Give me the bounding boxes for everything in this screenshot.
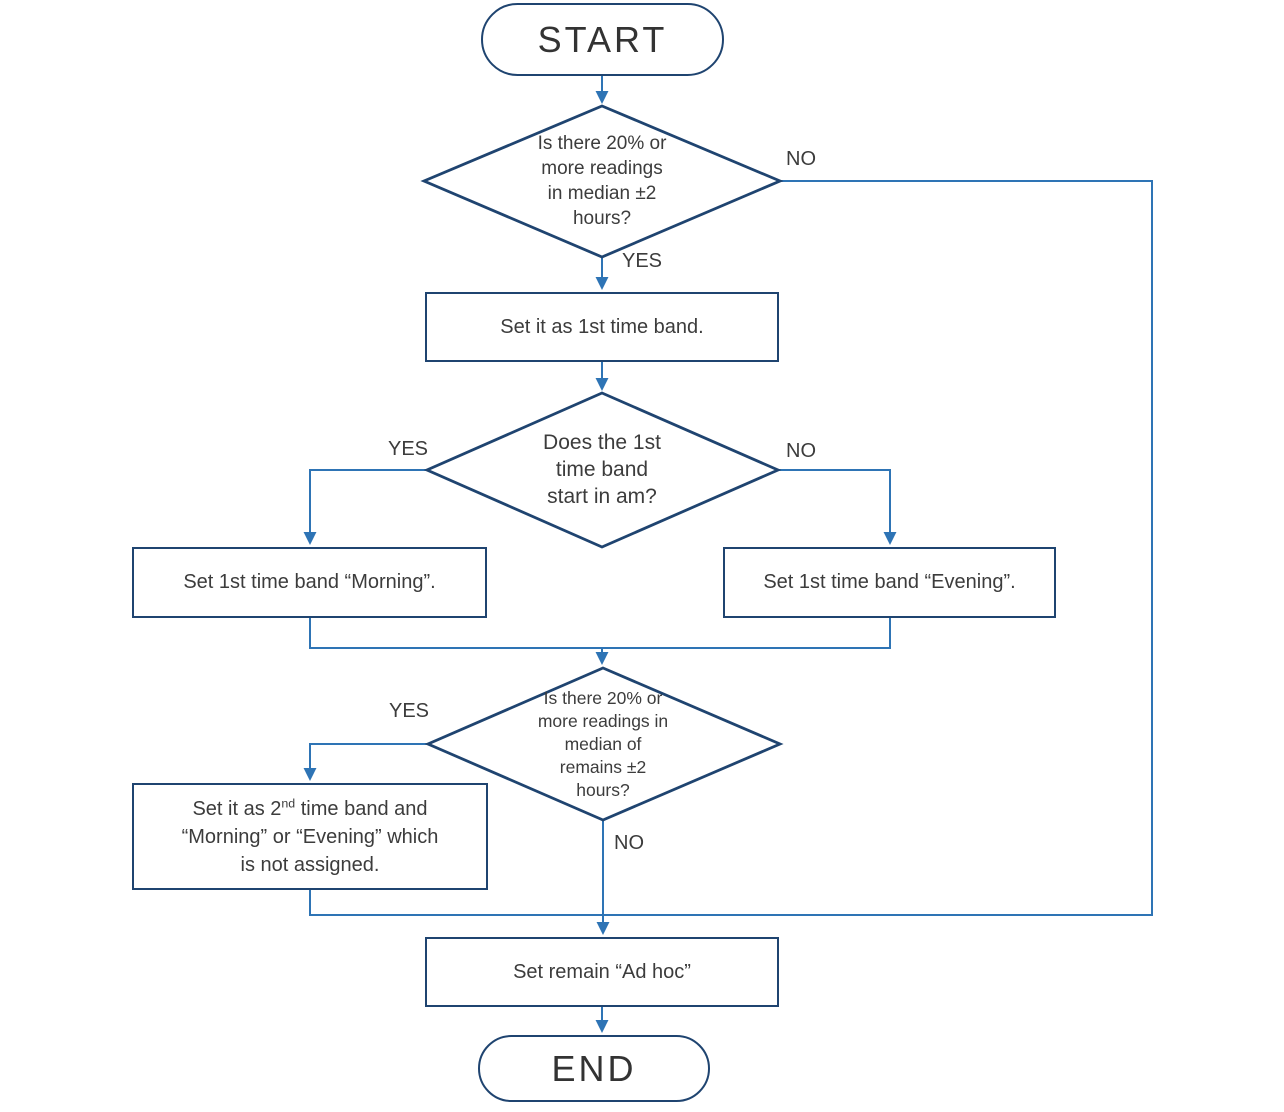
decision2-diamond: [423, 391, 782, 549]
edge-decision2-yes-to-morning: [303, 469, 427, 545]
decision2-yes-label: YES: [388, 438, 429, 460]
decision1-label: Is there 20% or more readings in median …: [537, 133, 667, 229]
edge-second-band-merge: [309, 890, 602, 916]
step1-process: Set it as 1st time band.: [425, 292, 779, 362]
edge-morning-evening-merge: [309, 618, 891, 649]
decision1-no-label: NO: [786, 148, 816, 170]
second-band-line3: is not assigned.: [240, 853, 380, 876]
evening-process: Set 1st time band “Evening”.: [723, 547, 1056, 618]
second-band-line1: Set it as 2nd time band and: [192, 795, 428, 820]
edge-decision3-yes-to-second-band: [303, 743, 428, 781]
adhoc-process: Set remain “Ad hoc”: [425, 937, 779, 1007]
decision3-label: Is there 20% or more readings in median …: [537, 688, 669, 800]
decision1-yes-label: YES: [622, 250, 663, 272]
decision3-yes-label: YES: [389, 700, 430, 722]
second-band-process: Set it as 2nd time band and “Morning” or…: [132, 783, 488, 890]
decision1-diamond: [420, 104, 784, 259]
decision2-no-label: NO: [786, 440, 816, 462]
second-band-line2: “Morning” or “Evening” which: [181, 825, 439, 848]
ordinal-suffix: nd: [281, 795, 296, 810]
decision3-diamond: [424, 666, 784, 822]
decision2-label: Does the 1st time band start in am?: [543, 431, 661, 508]
start-terminator: START: [481, 3, 724, 76]
edge-decision1-no-bypass: [604, 180, 1153, 916]
morning-process: Set 1st time band “Morning”.: [132, 547, 487, 618]
edge-decision2-no-to-evening: [778, 469, 897, 545]
decision3-no-label: NO: [614, 832, 644, 854]
end-terminator: END: [478, 1035, 710, 1102]
